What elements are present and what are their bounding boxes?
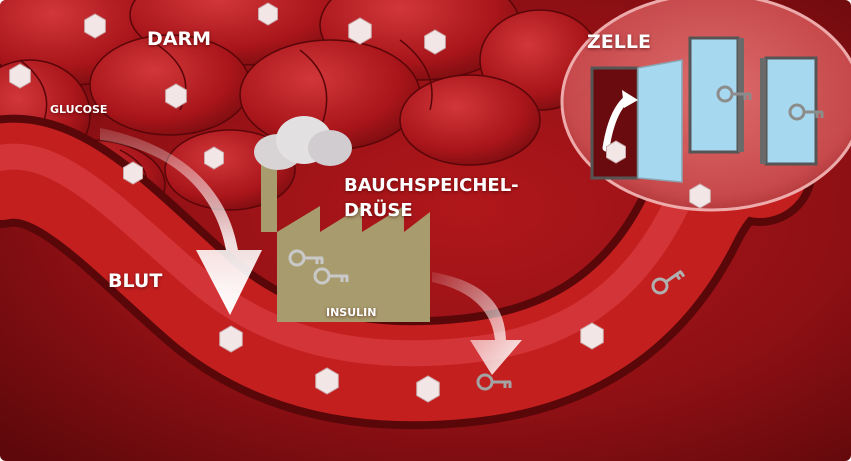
- glucose-hexagon-icon: [607, 141, 626, 163]
- glucose-hexagon-icon: [124, 162, 143, 184]
- cell-door-open: [592, 60, 682, 182]
- glucose-hexagon-icon: [259, 3, 278, 25]
- label-glucose: GLUCOSE: [50, 103, 107, 116]
- label-pancreas-line1: BAUCHSPEICHEL-: [344, 173, 519, 198]
- label-pancreas-line2: DRÜSE: [344, 198, 519, 223]
- glucose-hexagon-icon: [205, 147, 224, 169]
- label-insulin: INSULIN: [326, 306, 376, 319]
- label-blood: BLUT: [108, 270, 162, 292]
- label-intestine: DARM: [147, 28, 211, 50]
- label-cell: ZELLE: [587, 31, 651, 53]
- label-pancreas: BAUCHSPEICHEL- DRÜSE: [344, 173, 519, 223]
